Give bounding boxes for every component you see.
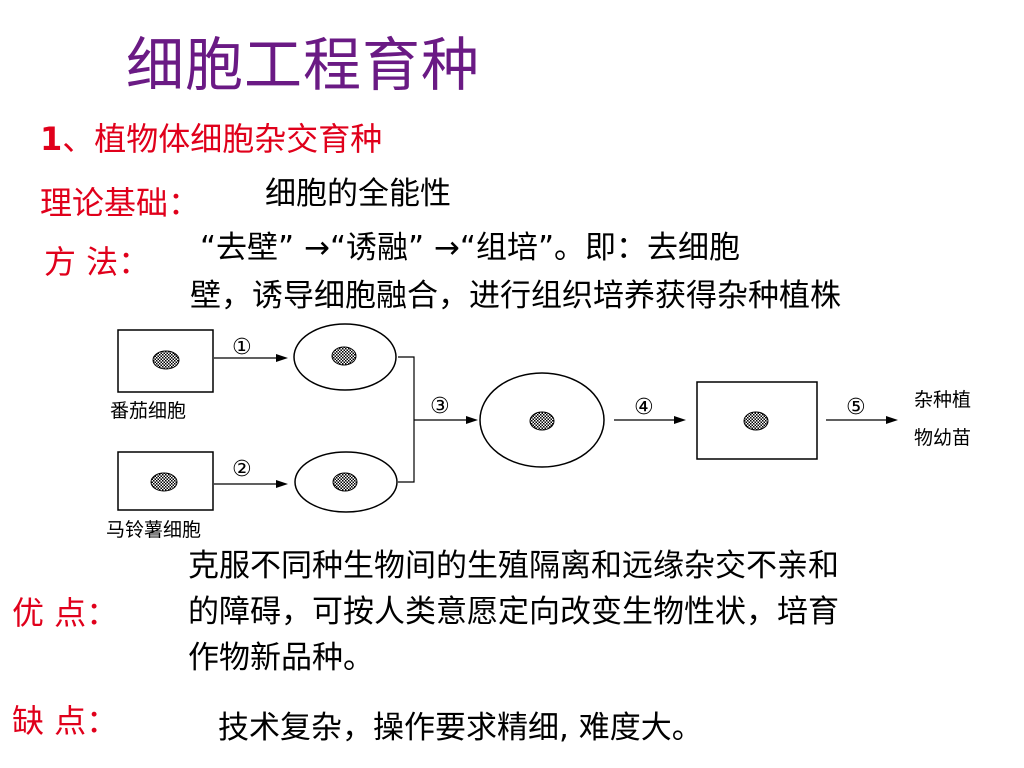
subtitle-number: 1: [40, 120, 63, 158]
protoplast-b-nucleus: [332, 472, 358, 492]
method-text-line1: “去壁” →“诱融” →“组培”。即：去细胞: [200, 230, 741, 266]
disadvantage-text: 技术复杂，操作要求精细, 难度大。: [218, 710, 703, 746]
potato-cell-label: 马铃薯细胞: [106, 519, 201, 541]
fused-nucleus: [529, 411, 555, 431]
protoplast-a-nucleus: [331, 346, 357, 366]
advantage-text-line3: 作物新品种。: [188, 640, 374, 676]
method-text-line2: 壁，诱导细胞融合，进行组织培养获得杂种植株: [190, 278, 841, 314]
disadvantage-label: 缺 点：: [12, 702, 119, 740]
result-label-line1: 杂种植: [914, 389, 971, 411]
arrow-1-head: [276, 354, 288, 362]
method-label: 方 法：: [44, 243, 151, 281]
tomato-nucleus: [152, 350, 180, 370]
hybrid-nucleus: [743, 411, 769, 431]
tomato-cell-label: 番茄细胞: [110, 400, 186, 422]
advantage-label: 优 点：: [12, 594, 119, 632]
arrow-2-head: [276, 480, 288, 488]
theory-text: 细胞的全能性: [265, 176, 451, 212]
arrow-4-head: [674, 416, 686, 424]
arrow-3-head: [466, 416, 478, 424]
step-2-label: ②: [232, 457, 252, 482]
subtitle-text: 、植物体细胞杂交育种: [62, 120, 383, 158]
merge-bracket: [398, 356, 415, 483]
theory-label: 理论基础：: [40, 184, 201, 222]
step-5-label: ⑤: [846, 395, 866, 420]
section-subtitle: 1、植物体细胞杂交育种: [40, 114, 382, 160]
page-title: 细胞工程育种: [126, 31, 481, 99]
arrow-5-head: [886, 416, 898, 424]
step-3-label: ③: [430, 394, 450, 419]
step-1-label: ①: [232, 335, 252, 360]
advantage-text-line2: 的障碍，可按人类意愿定向改变生物性状，培育: [188, 594, 839, 630]
advantage-text-line1: 克服不同种生物间的生殖隔离和远缘杂交不亲和: [188, 548, 839, 584]
potato-nucleus: [150, 472, 178, 492]
step-4-label: ④: [634, 395, 654, 420]
result-label-line2: 物幼苗: [914, 427, 971, 449]
